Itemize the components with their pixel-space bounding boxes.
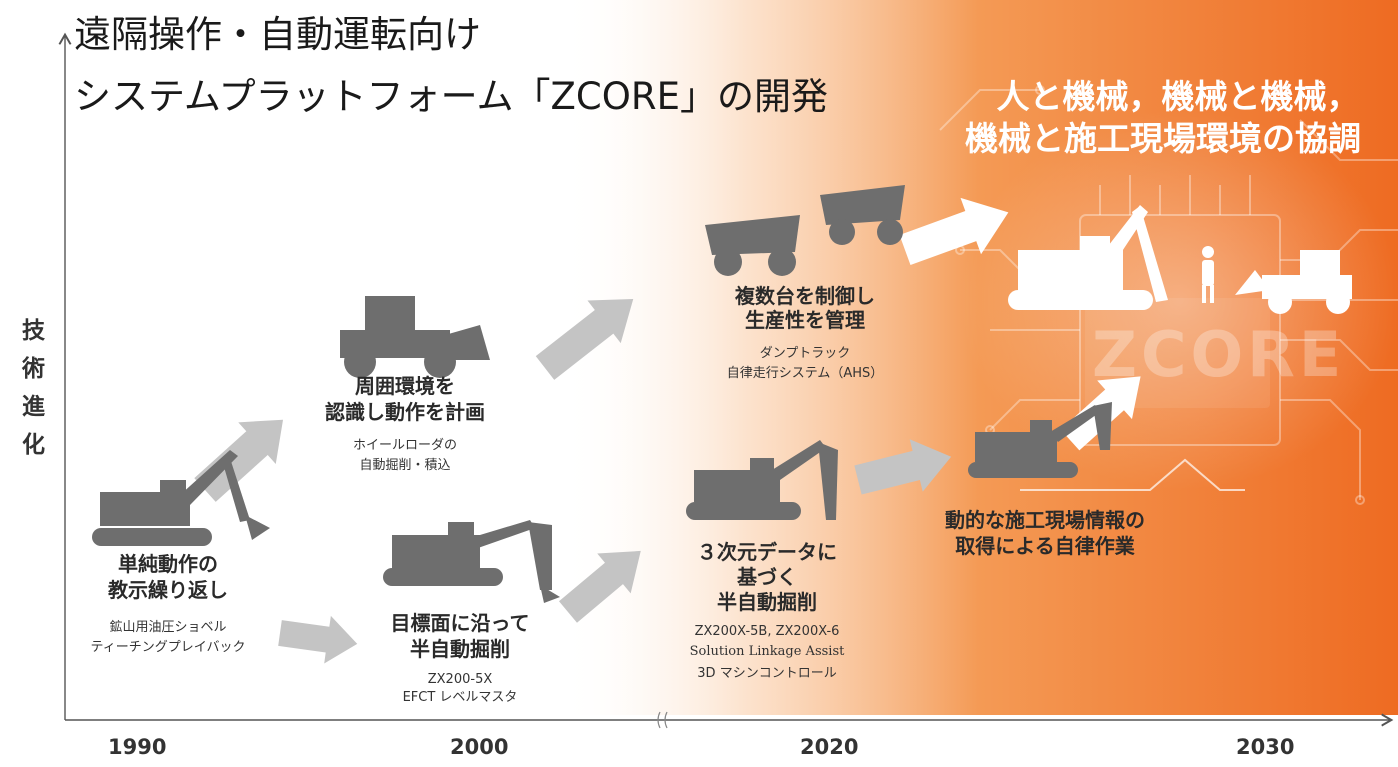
y-axis-char-3: 進 [22,394,45,420]
dump-truck-title-1: 複数台を制御し [735,284,875,308]
axes [65,36,1390,720]
signal-line [1020,458,1245,491]
wheel-loader-sub-2: 自動掘削・積込 [359,458,451,473]
target-surface-sub-2: EFCT レベルマスタ [402,690,518,705]
zcore-mark: ZCORE [1092,318,1346,391]
dump-truck-icon [705,185,905,276]
goal-line1: 人と機械，機械と機械， [996,77,1360,116]
three-d-sub-1: ZX200X-5B, ZX200X-6 [694,624,840,639]
wheel-loader-title-2: 認識し動作を計画 [325,400,485,424]
dump-truck-title-2: 生産性を管理 [745,308,865,332]
excavator-2030-icon [968,402,1112,478]
y-axis-char-4: 化 [22,432,45,458]
year-2030: 2030 [1236,735,1295,759]
wheel-loader-icon [340,296,490,378]
excavator-1990-icon [92,450,270,546]
axis-break [657,711,668,729]
target-surface-title-1: 目標面に沿って [390,611,530,635]
excavator-2020-icon [686,440,838,520]
three-d-title-1: ３次元データに [697,540,837,564]
three-d-sub-3: 3D マシンコントロール [697,666,837,681]
excavator-2000-icon [383,520,560,603]
teaching-title-2: 教示繰り返し [108,578,228,602]
three-d-title-3: 半自動掘削 [717,590,817,614]
y-axis-char-2: 術 [22,356,45,382]
wheel-loader-sub-1: ホイールローダの [352,438,457,453]
target-surface-sub-1: ZX200-5X [427,672,493,687]
year-2000: 2000 [450,735,509,759]
year-1990: 1990 [108,735,167,759]
person-icon [1202,246,1214,303]
dump-truck-sub-2: 自律走行システム（AHS） [726,366,884,381]
future-excavator-icon [1008,205,1168,310]
page-title-line1: 遠隔操作・自動運転向け [74,13,481,56]
wheel-loader-title-1: 周囲環境を [355,374,455,398]
zcore-chip [1085,298,1270,408]
progress-arrows [194,299,952,664]
teaching-sub-1: 鉱山用油圧ショベル [109,620,227,635]
year-2020: 2020 [800,735,859,759]
teaching-title-1: 単純動作の [118,552,218,576]
teaching-sub-2: ティーチングプレイバック [90,640,246,655]
future-wheel-loader-icon [1235,250,1352,314]
y-axis-char-1: 技 [22,318,45,344]
dynamic-title-1: 動的な施工現場情報の [945,508,1145,532]
background-glow [960,110,1398,490]
page-title-line2: システムプラットフォーム「ZCORE」の開発 [74,75,828,118]
three-d-sub-2: Solution Linkage Assist [689,644,845,659]
three-d-title-2: 基づく [737,565,797,589]
goal-line2: 機械と施工現場環境の協調 [965,119,1361,158]
target-surface-title-2: 半自動掘削 [410,637,510,661]
dynamic-title-2: 取得による自律作業 [955,534,1135,558]
dump-truck-sub-1: ダンプトラック [759,346,851,361]
